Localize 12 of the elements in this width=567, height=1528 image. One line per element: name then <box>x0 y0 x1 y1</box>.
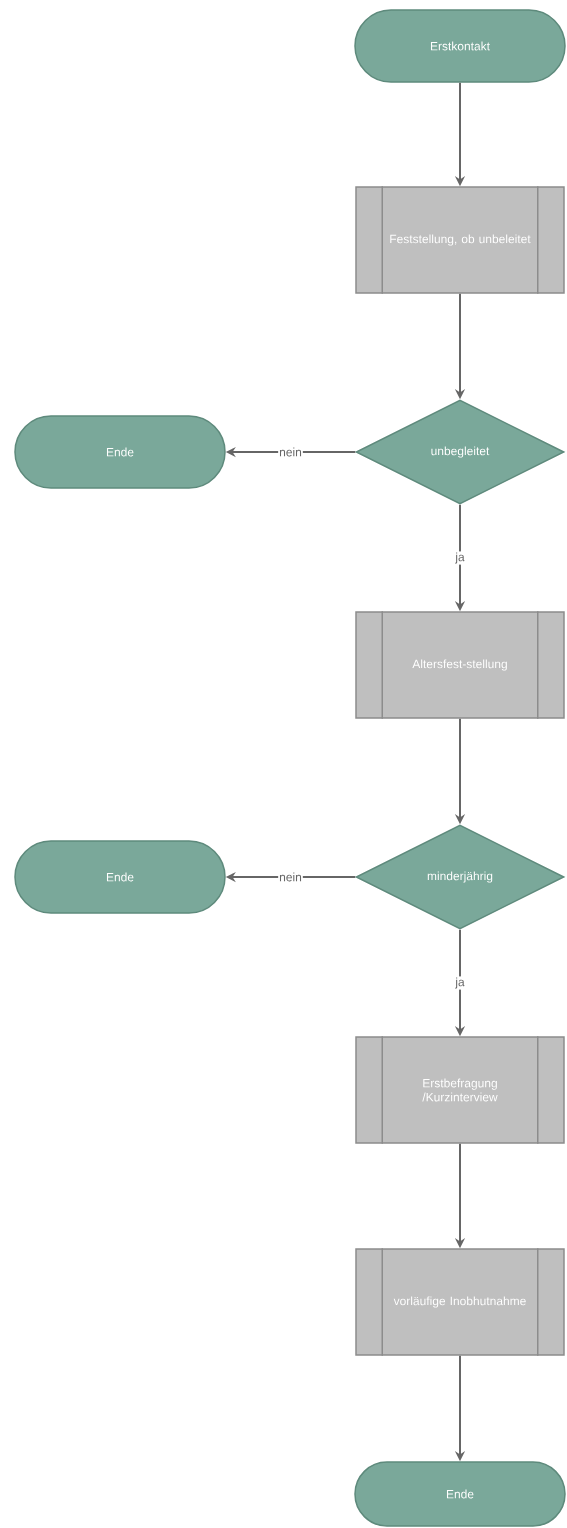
edge-label: ja <box>454 551 466 565</box>
subprocess-box: Feststellung, ob unbeleitet <box>355 185 565 295</box>
edge-label: ja <box>454 976 466 990</box>
subprocess-box: vorläufige Inobhutnahme <box>355 1247 565 1357</box>
terminal-box: Erstkontakt <box>354 9 566 83</box>
terminal-box: Ende <box>14 840 226 914</box>
edge-label: nein <box>278 446 303 458</box>
subprocess-box: Altersfest-stellung <box>355 610 565 720</box>
subprocess-box: Erstbefragung /Kurzinterview <box>355 1035 565 1145</box>
terminal-box: Ende <box>354 1461 566 1527</box>
edge-label: nein <box>278 871 303 883</box>
terminal-box: Ende <box>14 415 226 489</box>
